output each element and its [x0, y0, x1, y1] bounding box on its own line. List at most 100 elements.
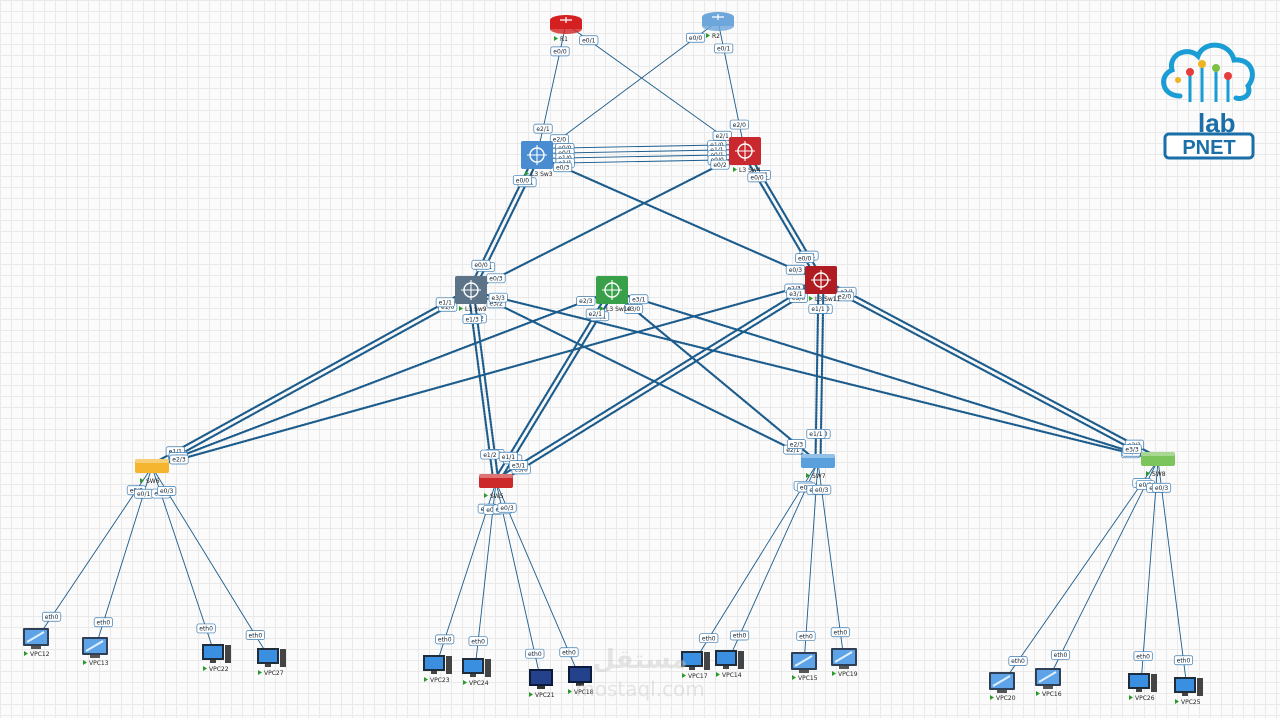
link-r1-sw4[interactable] [565, 23, 746, 153]
device-label: R2 [706, 33, 720, 40]
link-sw11-sw5[interactable] [496, 282, 824, 486]
port-label-sw9-15: e1/1 [435, 297, 455, 308]
port-label-r2-3: e0/1 [714, 43, 734, 54]
port-label-sw8-26: e3/3 [1122, 444, 1142, 454]
link-sw4-sw9[interactable] [469, 150, 747, 293]
node-vpc19[interactable]: VPC19 [831, 648, 858, 678]
link-sw9-sw6[interactable] [152, 292, 474, 471]
node-sw5[interactable]: SW5 [479, 474, 513, 500]
port-label-sw3-2: e2/0 [549, 134, 569, 145]
svg-text:e0/3: e0/3 [789, 267, 803, 274]
node-vpc17[interactable]: VPC17 [681, 651, 710, 680]
link-sw8-vpc25[interactable] [1157, 459, 1188, 689]
running-status-icon [1036, 691, 1040, 696]
link-sw11-sw8[interactable] [818, 282, 1158, 464]
node-vpc12[interactable]: VPC12 [23, 628, 50, 658]
node-vpc26[interactable]: VPC26 [1128, 673, 1157, 702]
node-vpc25[interactable]: VPC25 [1174, 677, 1203, 706]
link-sw8-vpc16[interactable] [1047, 459, 1159, 681]
link-sw9-sw7[interactable] [469, 289, 820, 464]
node-vpc14[interactable]: VPC14 [715, 650, 744, 679]
device-label: VPC16 [1036, 691, 1062, 698]
svg-text:e3/3: e3/3 [492, 295, 506, 302]
node-vpc21[interactable]: VPC21 [529, 669, 555, 699]
port-label-sw10-22: e3/1 [629, 294, 649, 305]
link-sw5-vpc18[interactable] [495, 481, 581, 679]
node-sw10[interactable]: L3 Sw10 [596, 276, 632, 313]
link-sw7-vpc17[interactable] [693, 461, 819, 663]
svg-text:e2/3: e2/3 [579, 298, 593, 305]
svg-text:eth0: eth0 [834, 629, 848, 636]
node-vpc20[interactable]: VPC20 [989, 672, 1016, 702]
svg-text:eth0: eth0 [438, 637, 452, 644]
node-vpc15[interactable]: VPC15 [791, 652, 818, 682]
node-r1[interactable]: R1 [550, 15, 582, 43]
node-sw4[interactable]: L3 Sw4 [729, 137, 761, 174]
link-sw5-vpc21[interactable] [495, 481, 542, 682]
pnet-lab-logo: lab PNET [1161, 42, 1255, 160]
link-sw10-sw7[interactable] [610, 289, 820, 464]
svg-text:VPC24: VPC24 [469, 680, 489, 687]
node-sw6[interactable]: SW6 [135, 459, 169, 485]
node-vpc24[interactable]: VPC24 [462, 658, 491, 687]
port-label-vpc21-38: eth0 [525, 648, 545, 659]
port-labels-layer: e0/0e2/1e0/1e2/1e0/0e2/0e0/1e2/0e0/0e1/0… [42, 32, 1194, 666]
node-sw8[interactable]: SW8 [1141, 452, 1175, 478]
svg-text:e2/3: e2/3 [172, 457, 186, 464]
node-sw9[interactable]: L3 Sw9 [455, 276, 487, 313]
link-sw8-vpc26[interactable] [1140, 459, 1159, 685]
svg-text:e0/3: e0/3 [1155, 485, 1169, 492]
svg-text:e0/3: e0/3 [489, 276, 503, 283]
port-label-sw7-43: e0/3 [812, 484, 832, 495]
link-r1-sw3[interactable] [536, 23, 567, 157]
link-sw6-vpc12[interactable] [35, 466, 153, 641]
svg-text:eth0: eth0 [1136, 653, 1150, 660]
link-r2-sw4[interactable] [717, 20, 746, 153]
link-sw9-sw8[interactable] [469, 289, 1160, 462]
node-vpc22[interactable]: VPC22 [202, 644, 231, 673]
link-sw7-vpc14[interactable] [727, 461, 819, 662]
link-sw9-sw6[interactable] [149, 287, 471, 466]
link-sw10-sw8[interactable] [610, 289, 1160, 462]
svg-text:L3 Sw9: L3 Sw9 [465, 306, 487, 313]
svg-text:e0/0: e0/0 [553, 49, 567, 56]
node-sw11[interactable]: L3 Sw11 [805, 266, 841, 303]
link-sw10-sw5[interactable] [492, 288, 611, 482]
link-sw6-vpc27[interactable] [151, 466, 271, 660]
port-label-vpc12-32: eth0 [42, 611, 62, 622]
cloud-circuit-icon [1161, 42, 1255, 102]
svg-text:VPC22: VPC22 [209, 666, 229, 673]
port-label-r2-2: e0/0 [686, 32, 706, 43]
running-status-icon [83, 660, 87, 665]
link-sw11-sw8[interactable] [821, 277, 1161, 459]
running-status-icon [1175, 699, 1179, 704]
device-label: VPC12 [24, 651, 50, 658]
link-sw3-sw11[interactable] [535, 154, 823, 283]
port-label-sw11-26: e2/0 [835, 291, 855, 302]
node-sw7[interactable]: SW7 [801, 454, 835, 480]
link-sw11-sw6[interactable] [150, 279, 823, 469]
node-vpc27[interactable]: VPC27 [257, 648, 286, 677]
node-sw3[interactable]: L3 Sw3 [521, 141, 553, 178]
node-vpc13[interactable]: VPC13 [82, 637, 109, 667]
node-vpc18[interactable]: VPC18 [568, 666, 594, 696]
link-sw7-vpc15[interactable] [803, 461, 819, 665]
svg-text:e2/0: e2/0 [838, 294, 852, 301]
svg-text:eth0: eth0 [249, 632, 263, 639]
node-vpc16[interactable]: VPC16 [1035, 668, 1062, 698]
svg-text:e1/1: e1/1 [169, 448, 183, 455]
link-sw11-sw5[interactable] [493, 277, 821, 481]
link-sw10-sw6[interactable] [150, 289, 614, 469]
link-r2-sw3[interactable] [536, 20, 719, 157]
svg-text:VPC27: VPC27 [264, 670, 284, 677]
port-label-sw9-17: e1/3 [462, 314, 482, 324]
link-sw10-sw5[interactable] [497, 291, 616, 485]
node-r2[interactable]: R2 [702, 12, 734, 40]
link-sw8-vpc20[interactable] [1001, 459, 1159, 685]
node-vpc23[interactable]: VPC23 [423, 655, 452, 684]
svg-text:R2: R2 [712, 33, 720, 40]
computer-icon [1035, 668, 1061, 689]
port-label-sw6-30: e2/3 [169, 454, 189, 465]
link-sw7-vpc19[interactable] [817, 461, 845, 661]
